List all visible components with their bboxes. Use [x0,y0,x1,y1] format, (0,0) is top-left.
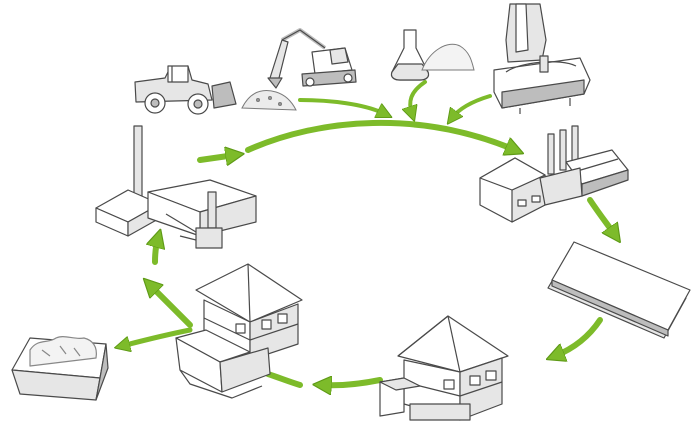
arrow-panel-to-house [555,317,603,356]
arrow-kiln-down [452,94,492,118]
arrow-recycling-up [197,155,235,160]
arrow-recycling-up-2 [155,238,158,265]
arrow-house-to-demolition [322,380,383,385]
recycling-plant-icon [95,125,257,249]
arrow-house-to-demolition-2 [265,371,303,388]
house-icon [379,315,509,421]
flask-icon [390,29,430,81]
arrow-factory-to-panel [587,197,615,235]
powder-pile-icon [421,43,475,71]
wheel-loader-icon [134,65,237,115]
arrow-recycling-to-factory [245,119,515,150]
factory-icon [479,125,629,223]
panel-sheet-icon [547,241,691,339]
cycle-arrows [122,80,615,388]
cement-kiln-icon [493,3,591,114]
arrow-demolition-to-disposal [122,327,193,346]
excavator-icon [267,28,357,89]
gravel-pile-icon [241,90,297,111]
arrow-flask-down [410,80,427,114]
broken-house-icon [175,263,303,399]
arrow-demolition-to-recycling [150,285,193,328]
debris-container-icon [11,335,109,401]
arrow-extraction-down [298,98,385,114]
